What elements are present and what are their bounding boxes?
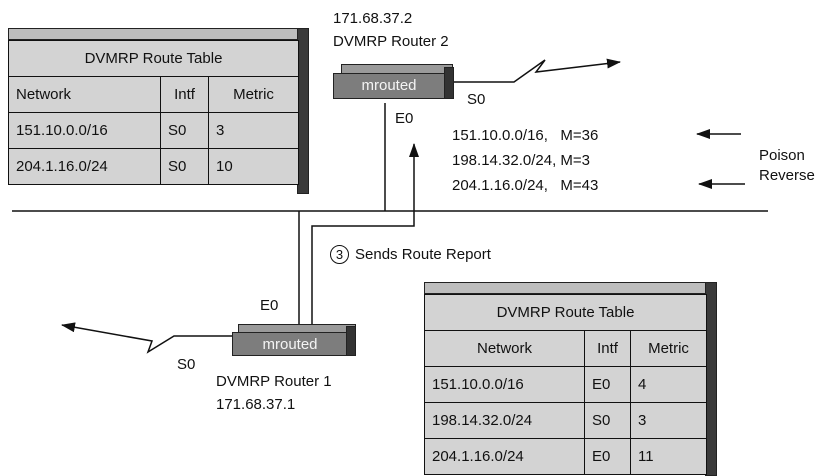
route-report-arrow xyxy=(311,143,419,328)
step-text: Sends Route Report xyxy=(355,246,491,263)
step-label: 3 Sends Route Report xyxy=(330,245,491,264)
cell-network: 204.1.16.0/24 xyxy=(8,148,161,185)
cell-network: 151.10.0.0/16 xyxy=(424,366,585,403)
cell-intf: E0 xyxy=(584,438,631,475)
route-table-router2: DVMRP Route Table Network Intf Metric 15… xyxy=(8,28,310,194)
cell-intf: S0 xyxy=(160,112,209,149)
table-row: 151.10.0.0/16 E0 4 xyxy=(424,366,707,403)
col-intf: Intf xyxy=(160,76,209,113)
table-row: 204.1.16.0/24 E0 11 xyxy=(424,438,707,475)
cell-metric: 3 xyxy=(208,112,299,149)
router1-name: DVMRP Router 1 xyxy=(216,373,332,390)
route-report-entry-3: 204.1.16.0/24, M=43 xyxy=(452,177,599,194)
router1-s0-label: S0 xyxy=(177,356,196,373)
router2-label: mrouted xyxy=(333,73,445,99)
router1-label: mrouted xyxy=(232,332,348,356)
route-table-title: DVMRP Route Table xyxy=(8,40,299,77)
col-network: Network xyxy=(8,76,161,113)
cell-network: 151.10.0.0/16 xyxy=(8,112,161,149)
cell-network: 204.1.16.0/24 xyxy=(424,438,585,475)
cell-metric: 3 xyxy=(630,402,707,439)
route-table-router1: DVMRP Route Table Network Intf Metric 15… xyxy=(424,282,717,476)
poison-label: Poison xyxy=(759,147,805,164)
router1-ip: 171.68.37.1 xyxy=(216,396,296,413)
col-metric: Metric xyxy=(630,330,707,367)
cell-intf: S0 xyxy=(584,402,631,439)
router1-e0-label: E0 xyxy=(260,297,279,314)
router2-ip: 171.68.37.2 xyxy=(333,10,413,27)
router1-serial-link xyxy=(61,322,232,354)
route-report-entry-1: 151.10.0.0/16, M=36 xyxy=(452,127,599,144)
col-metric: Metric xyxy=(208,76,299,113)
cell-metric: 11 xyxy=(630,438,707,475)
router2-s0-label: S0 xyxy=(467,91,486,108)
cell-metric: 10 xyxy=(208,148,299,185)
table-row: 204.1.16.0/24 S0 10 xyxy=(8,148,299,185)
router2-name: DVMRP Router 2 xyxy=(333,33,449,50)
cell-network: 198.14.32.0/24 xyxy=(424,402,585,439)
cell-intf: S0 xyxy=(160,148,209,185)
cell-intf: E0 xyxy=(584,366,631,403)
step-number: 3 xyxy=(330,245,349,264)
router2-e0-label: E0 xyxy=(395,110,414,127)
table-row: 151.10.0.0/16 S0 3 xyxy=(8,112,299,149)
route-report-entry-2: 198.14.32.0/24, M=3 xyxy=(452,152,591,169)
router2-serial-link xyxy=(451,58,621,83)
cell-metric: 4 xyxy=(630,366,707,403)
reverse-label: Reverse xyxy=(759,167,815,184)
col-network: Network xyxy=(424,330,585,367)
route-table-title: DVMRP Route Table xyxy=(424,294,707,331)
col-intf: Intf xyxy=(584,330,631,367)
table-row: 198.14.32.0/24 S0 3 xyxy=(424,402,707,439)
